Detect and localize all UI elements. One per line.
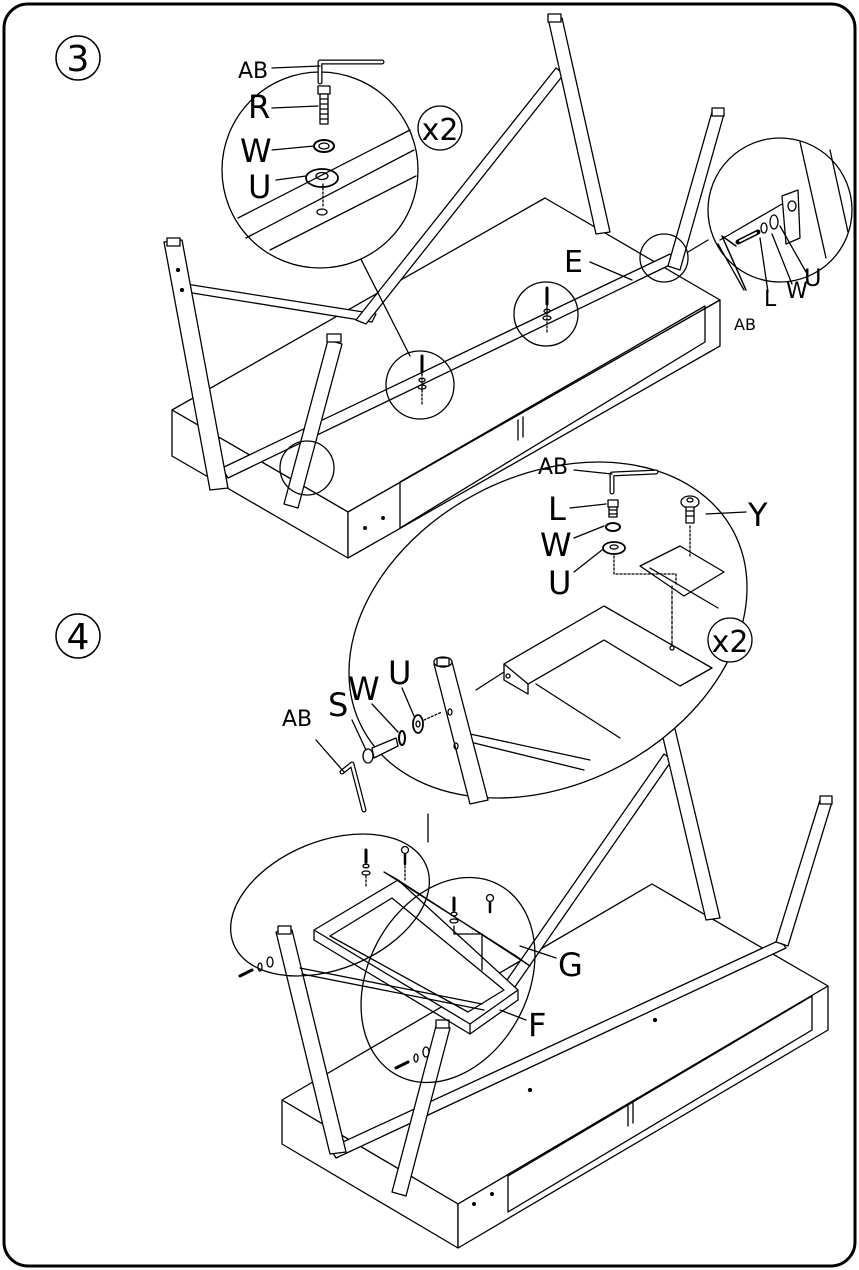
- label-ab: AB: [282, 707, 312, 732]
- quantity-text: x2: [422, 113, 459, 148]
- bolt-icon: [542, 286, 552, 335]
- part-label-f: F: [528, 1006, 546, 1044]
- label-u: U: [248, 168, 271, 206]
- bolt-icon: [417, 354, 427, 405]
- step-3-callout-right: AB L W U: [707, 137, 853, 334]
- label-u: U: [388, 654, 411, 692]
- flat-washer-icon: [412, 714, 424, 734]
- step-4-cross-frame: [299, 871, 531, 1035]
- leader-line: [519, 945, 557, 959]
- label-w: W: [348, 670, 380, 708]
- bolt-icon: [607, 499, 619, 518]
- step-4-leg: [275, 703, 833, 1197]
- label-y: Y: [747, 496, 768, 534]
- label-l: L: [548, 490, 566, 528]
- label-w: W: [540, 526, 572, 564]
- part-label-e: E: [564, 245, 583, 280]
- quantity-badge: x2: [707, 617, 753, 663]
- step-4: 4: [55, 455, 833, 1249]
- bolt-icon: [238, 956, 274, 978]
- flat-washer-icon: [305, 168, 339, 188]
- label-ab: AB: [238, 59, 268, 84]
- bolt-icon: [735, 229, 761, 245]
- step-4-frame-callout: [229, 833, 431, 977]
- label-w: W: [240, 132, 272, 170]
- quantity-badge: x2: [417, 105, 463, 151]
- hex-key-icon: [317, 59, 385, 85]
- step-3-callout-top: AB R W U: [221, 59, 419, 269]
- part-label-g: G: [558, 946, 583, 984]
- bolt-icon: [317, 85, 331, 125]
- step-3-leg: [163, 13, 725, 509]
- step-4-number: 4: [67, 617, 90, 658]
- label-ab: AB: [538, 455, 568, 480]
- label-w: W: [786, 279, 808, 304]
- label-s: S: [328, 686, 348, 724]
- bolt-icon: [449, 893, 495, 971]
- bolt-icon: [362, 737, 399, 764]
- bolt-icon: [394, 1046, 430, 1070]
- spring-washer-icon: [605, 522, 621, 532]
- leader-line: [589, 261, 633, 281]
- flat-washer-icon: [602, 541, 626, 555]
- spring-washer-icon: [398, 730, 406, 746]
- quantity-text: x2: [712, 625, 749, 660]
- hex-key-icon: [339, 761, 367, 813]
- label-u: U: [548, 564, 571, 602]
- step-3-number: 3: [67, 39, 90, 80]
- leader-line: [687, 239, 709, 253]
- step-4-callout-top: AB L W U Y AB S W U: [282, 455, 768, 813]
- step-3-badge: [55, 35, 101, 81]
- label-l: L: [764, 287, 777, 312]
- spring-washer-icon: [760, 222, 768, 234]
- label-u: U: [804, 264, 822, 292]
- step-3-hole-callout: [385, 350, 455, 420]
- step-4-badge: [55, 613, 101, 659]
- bolt-icon: [680, 495, 700, 557]
- flat-washer-icon: [769, 214, 779, 230]
- step-3-leg-callout: [279, 440, 335, 496]
- bolt-icon: [361, 845, 410, 889]
- leader-line: [499, 1009, 527, 1021]
- step-3: 3: [55, 13, 853, 559]
- step-3-leg-callout: [639, 233, 689, 283]
- step-4-frame-rail: [329, 939, 787, 1159]
- step-3-hole-callout: [513, 281, 579, 347]
- label-ab: AB: [734, 315, 756, 334]
- label-r: R: [248, 88, 270, 126]
